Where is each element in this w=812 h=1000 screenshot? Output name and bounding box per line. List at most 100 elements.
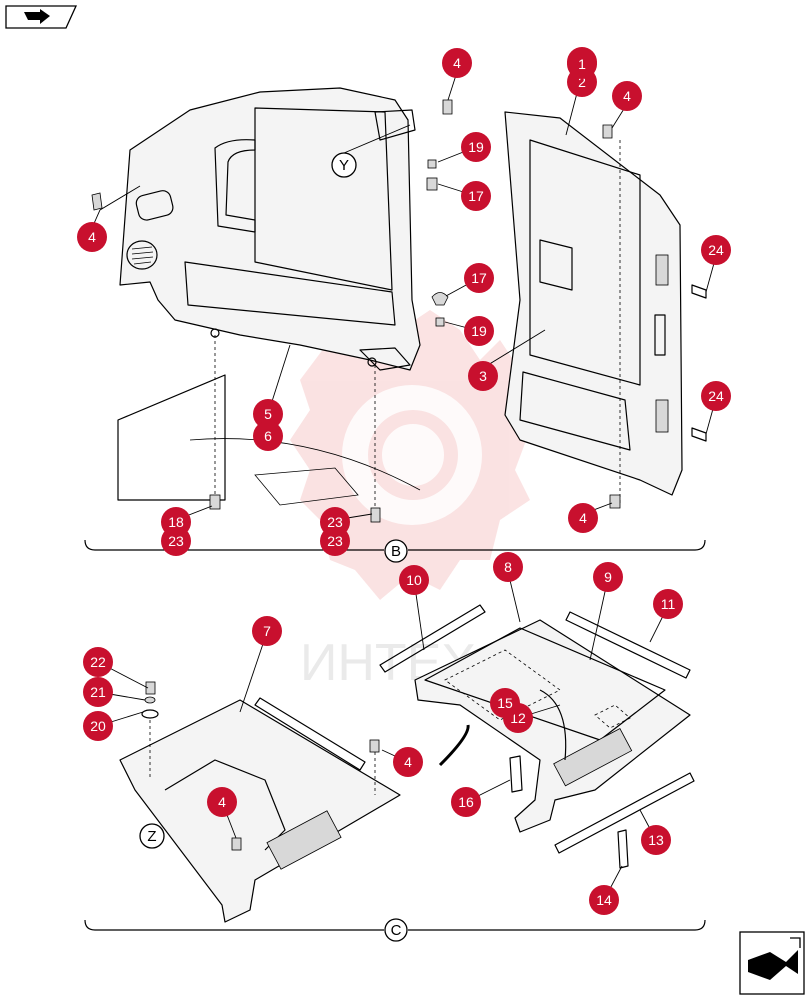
svg-text:2: 2 xyxy=(578,74,586,90)
svg-text:23: 23 xyxy=(327,533,343,549)
callout-17: 17 xyxy=(464,263,494,293)
callout-5: 5 xyxy=(253,399,283,429)
svg-text:1: 1 xyxy=(578,56,586,72)
svg-text:20: 20 xyxy=(90,718,106,734)
left-side-panel xyxy=(119,87,421,371)
svg-text:Z: Z xyxy=(147,828,156,845)
nut-19-bottom xyxy=(435,317,445,327)
left-plate-edge xyxy=(254,697,366,771)
svg-text:10: 10 xyxy=(406,572,422,588)
callout-17: 17 xyxy=(461,181,491,211)
seal-strip-10 xyxy=(379,604,486,673)
callout-22: 22 xyxy=(83,647,113,677)
svg-text:9: 9 xyxy=(604,569,612,585)
svg-text:6: 6 xyxy=(264,428,272,444)
bolt-4-left xyxy=(91,192,103,211)
bolt-23 xyxy=(370,507,381,523)
side-window xyxy=(135,190,174,221)
svg-text:4: 4 xyxy=(88,229,96,245)
callout-21: 21 xyxy=(83,677,113,707)
svg-text:5: 5 xyxy=(264,406,272,422)
clip-16 xyxy=(509,755,523,793)
right-plate-grid xyxy=(553,728,633,787)
svg-text:4: 4 xyxy=(579,510,587,526)
right-slot xyxy=(654,314,666,356)
svg-text:B: B xyxy=(391,543,401,560)
svg-text:4: 4 xyxy=(453,55,461,71)
section-label-c: C xyxy=(384,918,408,942)
svg-text:17: 17 xyxy=(468,188,484,204)
callout-3: 3 xyxy=(468,361,498,391)
callout-14: 14 xyxy=(589,885,619,915)
right-inner-panel xyxy=(529,139,641,386)
nav-back-icon[interactable] xyxy=(5,5,78,29)
knob-17 xyxy=(431,292,449,306)
nut-19-top xyxy=(427,159,437,169)
hinge-lower xyxy=(655,399,669,433)
bolt-4-c-left xyxy=(231,837,242,851)
svg-text:4: 4 xyxy=(623,88,631,104)
section-b-bracket xyxy=(84,539,706,551)
separator-arc xyxy=(438,724,470,767)
view-label-y: Y xyxy=(331,152,357,178)
svg-text:Y: Y xyxy=(339,157,349,174)
section-c-assembly xyxy=(119,604,695,923)
svg-text:19: 19 xyxy=(471,323,487,339)
svg-text:11: 11 xyxy=(661,596,676,612)
callout-4: 4 xyxy=(568,503,598,533)
clip-14 xyxy=(617,829,629,869)
callout-4: 4 xyxy=(612,81,642,111)
right-floor-plate xyxy=(414,619,691,833)
section-c-bracket xyxy=(84,919,706,931)
left-lower-step xyxy=(184,261,396,326)
svg-text:22: 22 xyxy=(90,654,106,670)
callout-20: 20 xyxy=(83,711,113,741)
callout-4: 4 xyxy=(393,747,423,777)
svg-text:18: 18 xyxy=(168,514,184,530)
callout-7: 7 xyxy=(252,616,282,646)
washer-20 xyxy=(141,709,159,719)
bolt-4-right xyxy=(602,124,613,139)
seal-strip-13 xyxy=(554,772,695,854)
right-side-panel xyxy=(504,111,683,496)
right-plate-mat xyxy=(424,627,666,741)
bolt-4-bottom xyxy=(609,494,621,509)
callout-10: 10 xyxy=(399,565,429,595)
bolt-4-top xyxy=(442,99,453,115)
svg-text:24: 24 xyxy=(708,388,724,404)
callout-24: 24 xyxy=(701,235,731,265)
svg-text:7: 7 xyxy=(263,623,271,639)
washer-21 xyxy=(144,696,156,704)
nav-forward-icon[interactable] xyxy=(739,931,805,995)
seal-strip-11 xyxy=(565,611,691,679)
callout-16: 16 xyxy=(451,787,481,817)
svg-text:21: 21 xyxy=(90,684,106,700)
left-floor-plate xyxy=(119,699,401,923)
edge-trim-12 xyxy=(539,689,567,761)
callout-6: 6 xyxy=(253,421,283,451)
section-label-b: B xyxy=(384,539,408,563)
svg-text:C: C xyxy=(391,922,402,939)
callout-1: 1 xyxy=(567,49,597,79)
callout-19: 19 xyxy=(461,132,491,162)
floor-outline xyxy=(189,438,421,491)
callout-8: 8 xyxy=(493,552,523,582)
mount-bracket-bottom xyxy=(359,347,411,371)
clip-24-upper xyxy=(691,284,707,299)
floor-opening xyxy=(254,467,359,506)
svg-text:24: 24 xyxy=(708,242,724,258)
vent-grille xyxy=(126,240,158,270)
callout-4: 4 xyxy=(207,787,237,817)
right-lower-step xyxy=(519,371,631,451)
view-label-z: Z xyxy=(139,823,165,849)
callout-9: 9 xyxy=(593,562,623,592)
svg-text:23: 23 xyxy=(168,533,184,549)
door-latch xyxy=(539,239,573,291)
hinge-upper xyxy=(655,254,669,286)
support-frame xyxy=(117,374,226,501)
left-inner-panel xyxy=(254,107,393,291)
callout-18: 18 xyxy=(161,507,191,537)
callout-4: 4 xyxy=(442,48,472,78)
bolt-4-c-right xyxy=(369,739,380,753)
